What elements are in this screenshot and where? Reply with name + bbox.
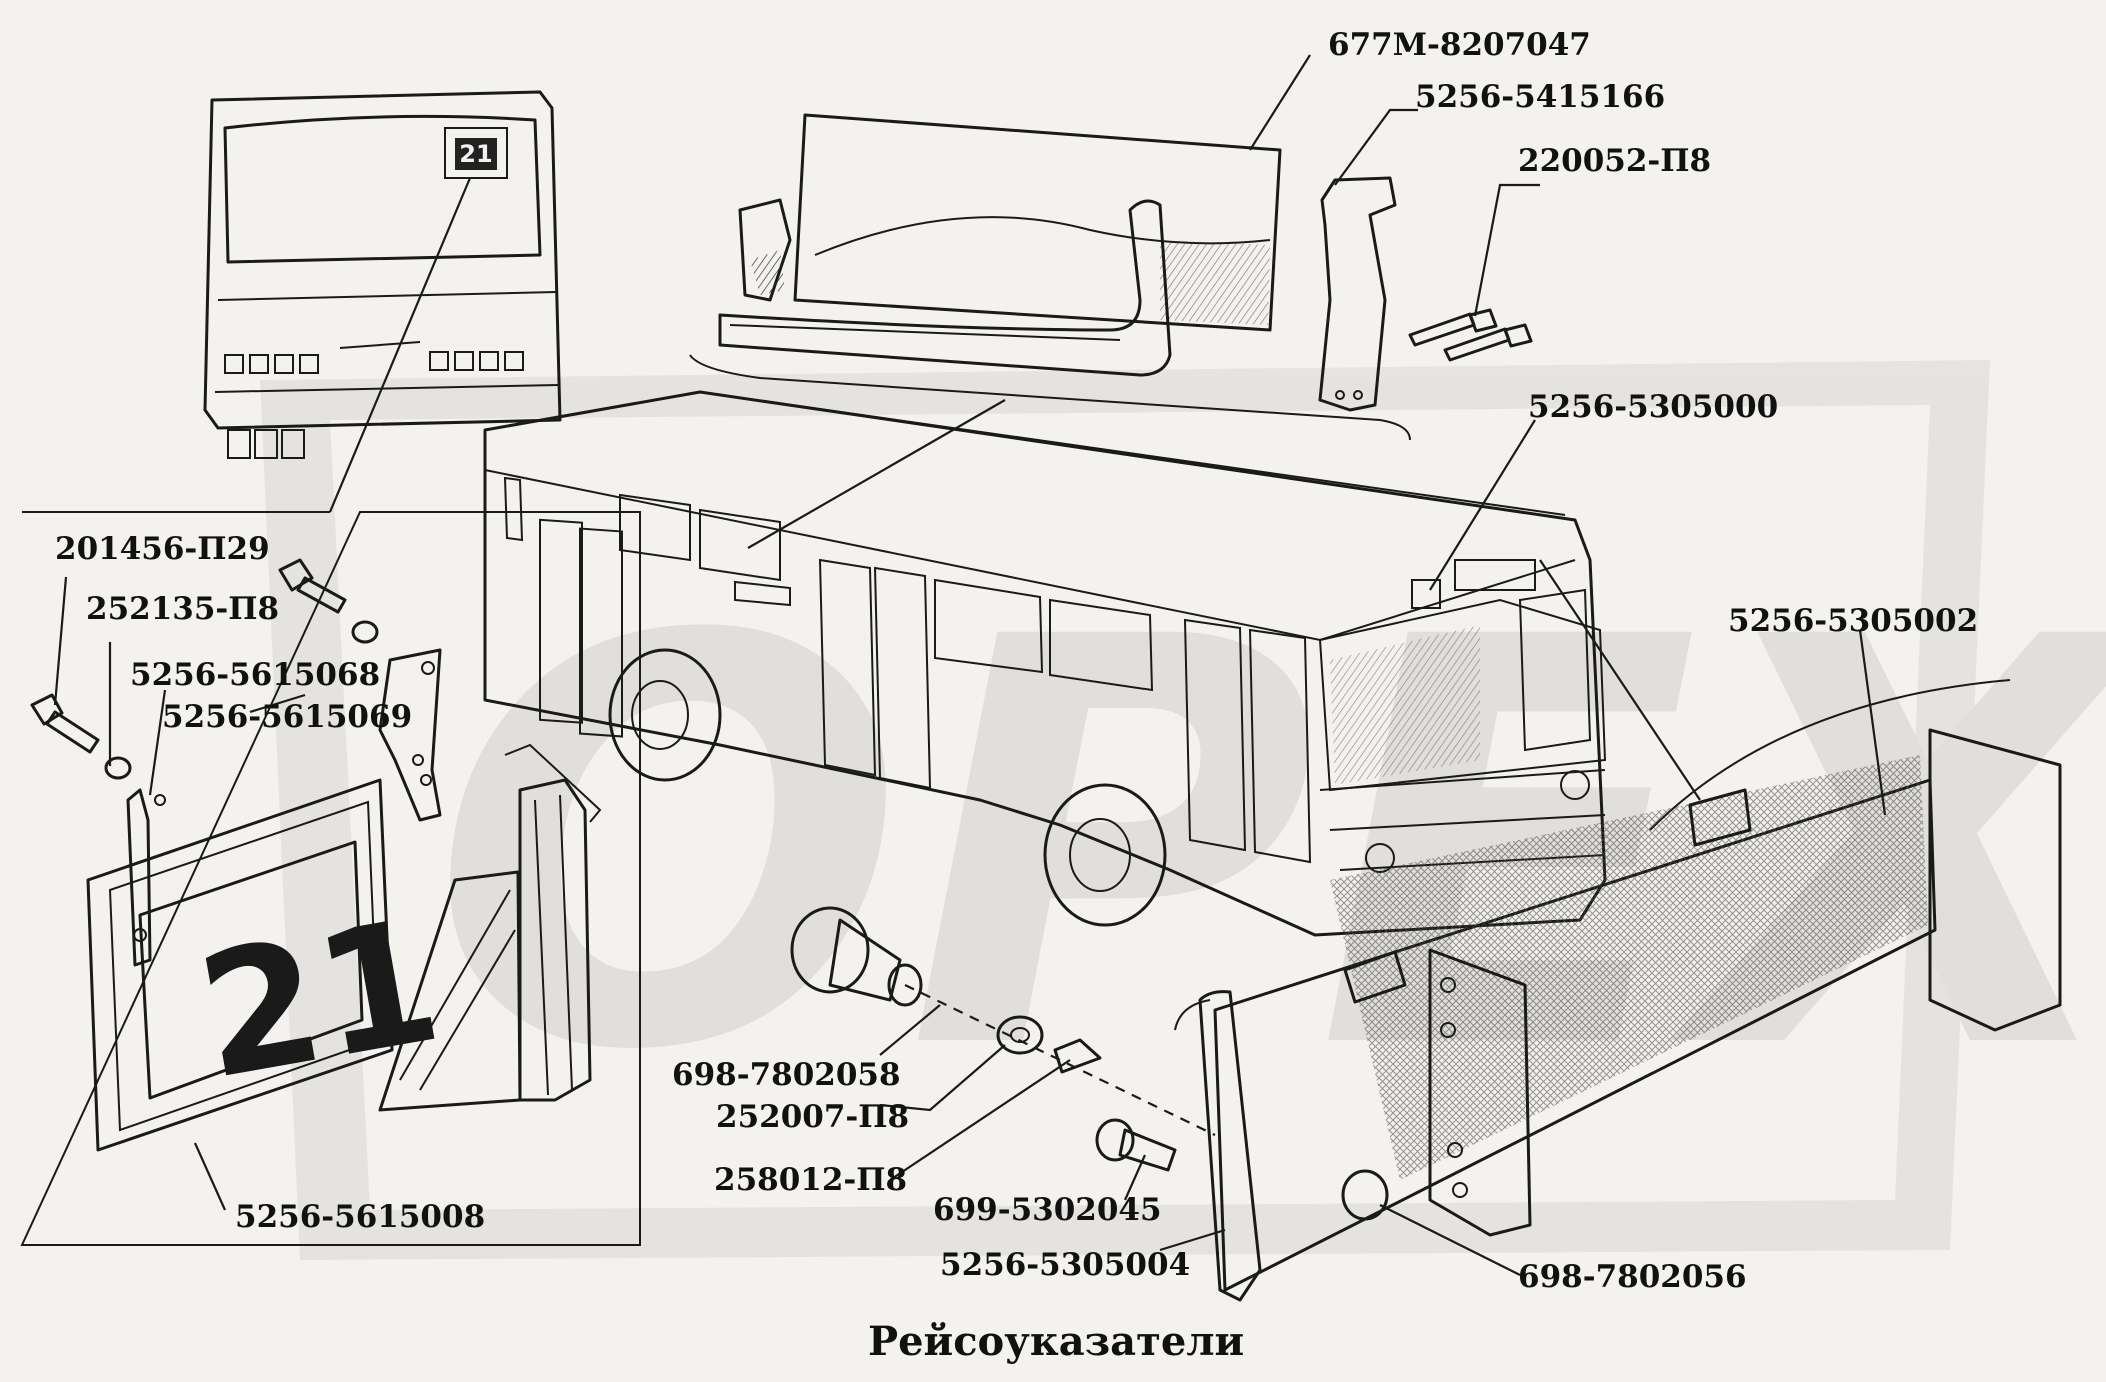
washer-252135 <box>104 620 379 780</box>
label-699-5302045: 699-5302045 <box>933 1192 1162 1228</box>
inset-frame <box>20 511 641 1246</box>
washer-252007 <box>996 1015 1044 1055</box>
inset-route-number: 21 <box>186 882 453 1118</box>
label-698-7802056: 698-7802056 <box>1518 1259 1747 1295</box>
label-201456-p29: 201456-П29 <box>55 531 270 567</box>
door-profile <box>378 743 602 1112</box>
lamp-699-5302045 <box>1095 1118 1177 1172</box>
side-route-sign: 21 <box>86 778 453 1152</box>
label-252135-p8: 252135-П8 <box>86 591 280 627</box>
bus-rear-view: 21 <box>203 90 562 459</box>
front-destination-sign <box>1174 679 2062 1302</box>
assembly-axis <box>904 984 1216 1136</box>
label-5256-5305002: 5256-5305002 <box>1728 603 1979 639</box>
top-sign-panel <box>689 113 1411 441</box>
leader-lines <box>53 54 1887 1276</box>
bus-body <box>483 390 1607 937</box>
label-698-7802058: 698-7802058 <box>672 1057 901 1093</box>
rear-route-number: 21 <box>459 140 492 168</box>
bracket-5415166 <box>1318 176 1397 412</box>
bus-wheels <box>608 648 1167 927</box>
label-5256-5415166: 5256-5415166 <box>1415 79 1666 115</box>
diagram-title: Рейсоуказатели <box>868 1318 1245 1365</box>
inset-bracket <box>378 648 442 822</box>
label-5256-5615069: 5256-5615069 <box>162 699 413 735</box>
label-5256-5305000: 5256-5305000 <box>1528 389 1779 425</box>
label-252007-p8: 252007-П8 <box>716 1099 910 1135</box>
label-5256-5305004: 5256-5305004 <box>940 1247 1191 1283</box>
cotter-pin-258012 <box>1053 1038 1102 1074</box>
label-5256-5615068: 5256-5615068 <box>130 657 381 693</box>
bolt-201456 <box>30 558 347 754</box>
label-220052-p8: 220052-П8 <box>1518 143 1712 179</box>
label-677m-8207047: 677М-8207047 <box>1328 27 1591 63</box>
label-258012-p8: 258012-П8 <box>714 1162 908 1198</box>
screws-220052 <box>1408 308 1533 362</box>
label-5256-5615008: 5256-5615008 <box>235 1199 486 1235</box>
lamp-698-7802058 <box>790 906 923 1007</box>
